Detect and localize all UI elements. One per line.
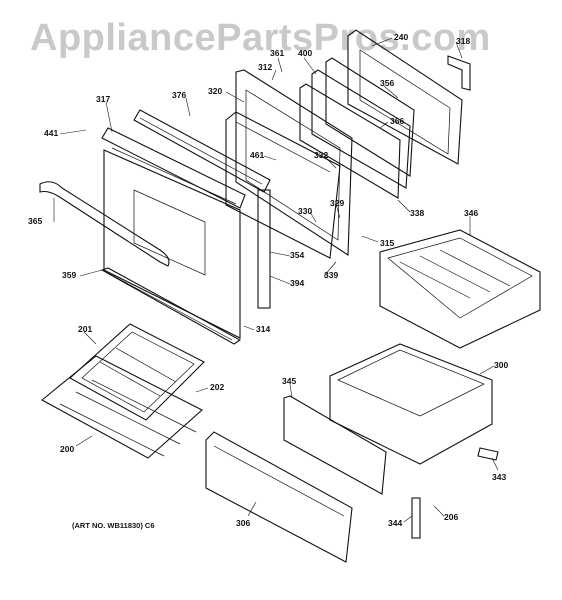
label-300: 300: [494, 360, 508, 370]
label-441: 441: [44, 128, 58, 138]
label-345: 345: [282, 376, 296, 386]
label-343: 343: [492, 472, 506, 482]
label-312: 312: [258, 62, 272, 72]
label-338: 338: [410, 208, 424, 218]
label-202: 202: [210, 382, 224, 392]
label-332: 332: [314, 150, 328, 160]
label-354: 354: [290, 250, 304, 260]
art-number-caption: (ART NO. WB11830) C6: [72, 521, 155, 530]
broiler-pan: [69, 323, 205, 421]
label-306: 306: [236, 518, 250, 528]
door-gasket: [447, 55, 471, 91]
label-461: 461: [250, 150, 264, 160]
label-315: 315: [380, 238, 394, 248]
label-366: 366: [390, 116, 404, 126]
drawer-pan: [379, 229, 541, 349]
label-320: 320: [208, 86, 222, 96]
label-330: 330: [298, 206, 312, 216]
drawer-front: [283, 395, 387, 495]
leader-lines: [53, 37, 499, 523]
door-outer-panel: [101, 127, 246, 339]
door-back-panel: [347, 29, 463, 165]
label-318: 318: [456, 36, 470, 46]
door-bottom-trim: [100, 267, 242, 345]
label-201: 201: [78, 324, 92, 334]
label-356: 356: [380, 78, 394, 88]
door-liner: [225, 111, 341, 259]
label-361: 361: [270, 48, 284, 58]
door-handle: [39, 181, 170, 267]
watermark-text: AppliancePartsPros.com: [30, 17, 491, 59]
label-344: 344: [388, 518, 402, 528]
label-365: 365: [28, 216, 42, 226]
door-glass-panels: [299, 57, 415, 199]
label-317: 317: [96, 94, 110, 104]
label-376: 376: [172, 90, 186, 100]
label-314: 314: [256, 324, 270, 334]
label-359: 359: [62, 270, 76, 280]
oven-rack: [41, 355, 203, 459]
label-346: 346: [464, 208, 478, 218]
label-400: 400: [298, 48, 312, 58]
drawer-body: [329, 343, 493, 465]
window-frame: [235, 69, 353, 256]
door-inner-frame: [133, 109, 271, 309]
label-240: 240: [394, 32, 408, 42]
label-200: 200: [60, 444, 74, 454]
label-206: 206: [444, 512, 458, 522]
label-339: 339: [324, 270, 338, 280]
part-labels: 240 318 361 400 312 356 320 376 317 366 …: [28, 32, 508, 528]
label-394: 394: [290, 278, 304, 288]
label-329: 329: [330, 198, 344, 208]
drawer-panel: [205, 431, 353, 563]
drawer-slides: [411, 447, 499, 539]
